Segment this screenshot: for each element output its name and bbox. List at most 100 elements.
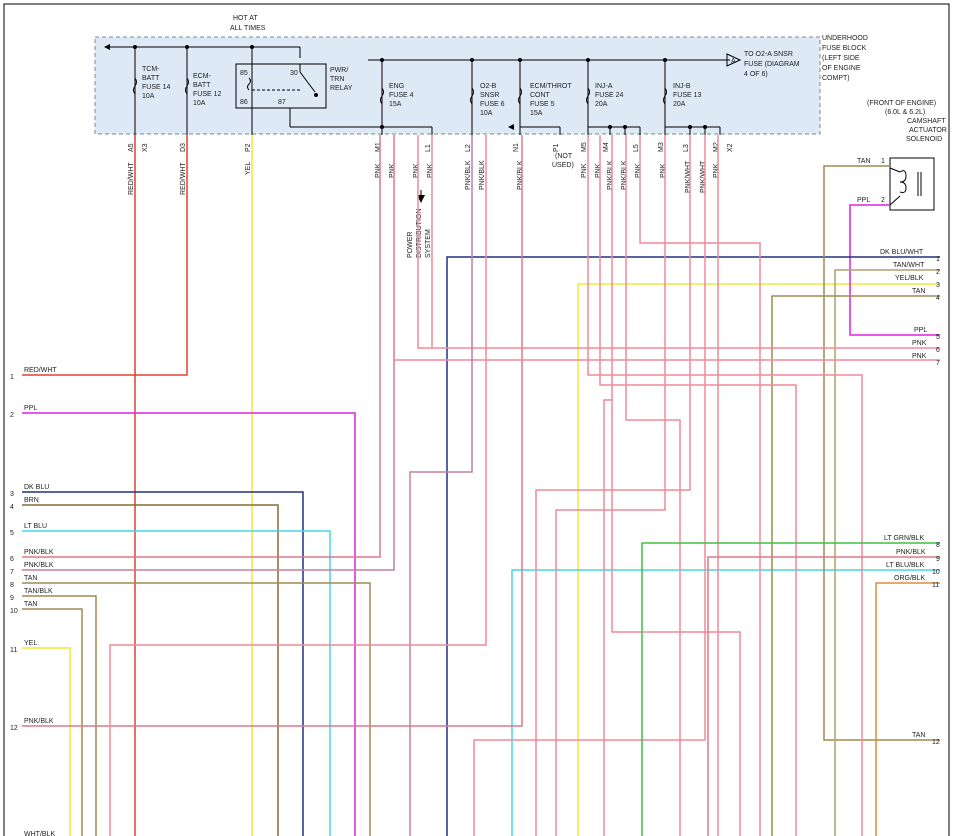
svg-text:CAMSHAFT: CAMSHAFT <box>907 118 946 125</box>
svg-text:BRN: BRN <box>24 497 39 504</box>
power-distribution-arrow <box>417 195 425 203</box>
fuse-block-title-4: OF ENGINE <box>822 65 861 72</box>
solenoid-pin-2-wire: PPL <box>857 197 870 204</box>
relay-label-1: PWR/ <box>330 67 348 74</box>
svg-text:X3: X3 <box>142 143 149 152</box>
svg-text:(FRONT OF ENGINE): (FRONT OF ENGINE) <box>867 100 936 107</box>
svg-text:15A: 15A <box>530 110 543 117</box>
svg-text:10A: 10A <box>193 100 206 107</box>
svg-text:P2: P2 <box>245 143 252 152</box>
svg-text:9: 9 <box>936 556 940 563</box>
svg-text:ENG: ENG <box>389 83 404 90</box>
svg-text:10A: 10A <box>142 93 155 100</box>
svg-text:PPL: PPL <box>914 327 927 334</box>
svg-text:PNK: PNK <box>427 163 434 178</box>
svg-text:PNK/BLK: PNK/BLK <box>24 718 54 725</box>
svg-text:PNK/BLK: PNK/BLK <box>621 160 628 190</box>
svg-text:P1: P1 <box>553 143 560 152</box>
svg-text:CONT: CONT <box>530 92 551 99</box>
svg-text:LT BLU: LT BLU <box>24 523 47 530</box>
svg-text:8: 8 <box>936 542 940 549</box>
svg-text:PNK: PNK <box>595 163 602 178</box>
svg-text:M4: M4 <box>603 142 610 152</box>
svg-text:SNSR: SNSR <box>480 92 499 99</box>
svg-text:4: 4 <box>936 295 940 302</box>
fuse-ecm-batt: ECM- BATT FUSE 12 10A <box>193 73 222 107</box>
svg-text:ECM/THROT: ECM/THROT <box>530 83 572 90</box>
svg-text:L2: L2 <box>465 144 472 152</box>
svg-text:FUSE 4: FUSE 4 <box>389 92 414 99</box>
svg-text:PNK: PNK <box>660 163 667 178</box>
svg-text:PNK: PNK <box>713 163 720 178</box>
svg-text:INJ-B: INJ-B <box>673 83 691 90</box>
svg-text:PNK: PNK <box>581 163 588 178</box>
svg-text:10: 10 <box>10 608 18 615</box>
solenoid-pin-1-wire: TAN <box>857 158 870 165</box>
svg-text:PNK/BLK: PNK/BLK <box>607 160 614 190</box>
svg-text:PPL: PPL <box>24 405 37 412</box>
svg-text:N1: N1 <box>513 143 520 152</box>
not-used-label-2: USED) <box>552 162 574 169</box>
fuse-ecm-throt: ECM/THROT CONT FUSE 5 15A <box>530 83 572 117</box>
svg-text:O2-B: O2-B <box>480 83 497 90</box>
wire-routing <box>22 135 940 836</box>
to-fuse-label-3: 4 OF 6) <box>744 71 768 78</box>
svg-text:A5: A5 <box>128 143 135 152</box>
svg-text:FUSE 5: FUSE 5 <box>530 101 555 108</box>
svg-text:RED/WHT: RED/WHT <box>128 162 135 195</box>
bus-arrow-left <box>104 44 110 50</box>
svg-text:TAN: TAN <box>912 288 925 295</box>
svg-text:20A: 20A <box>595 101 608 108</box>
svg-text:LT GRN/BLK: LT GRN/BLK <box>884 535 925 542</box>
underhood-fuse-block <box>94 36 821 135</box>
svg-text:M5: M5 <box>581 142 588 152</box>
svg-text:L3: L3 <box>683 144 690 152</box>
fuse-block-title-5: COMPT) <box>822 75 850 82</box>
svg-text:L5: L5 <box>633 144 640 152</box>
svg-text:4: 4 <box>10 504 14 511</box>
power-distribution-label-2: DISTRIBUTION <box>416 209 423 258</box>
svg-text:20A: 20A <box>673 101 686 108</box>
relay-pin-86: 86 <box>240 99 248 106</box>
svg-text:RED/WHT: RED/WHT <box>180 162 187 195</box>
svg-text:12: 12 <box>932 739 940 746</box>
svg-text:TAN/BLK: TAN/BLK <box>24 588 53 595</box>
svg-text:TAN: TAN <box>24 601 37 608</box>
svg-text:PNK/BLK: PNK/BLK <box>24 562 54 569</box>
fuse-inj-b: INJ-B FUSE 13 20A <box>673 83 702 108</box>
svg-text:11: 11 <box>10 647 17 654</box>
svg-text:2: 2 <box>936 269 940 276</box>
svg-text:D3: D3 <box>180 143 187 152</box>
svg-text:PNK: PNK <box>635 163 642 178</box>
relay-label-2: TRN <box>330 76 344 83</box>
svg-text:3: 3 <box>10 491 14 498</box>
svg-text:FUSE 12: FUSE 12 <box>193 91 222 98</box>
svg-text:6: 6 <box>10 556 14 563</box>
to-fuse-label-1: TO O2-A SNSR <box>744 51 793 58</box>
svg-text:DK BLU/WHT: DK BLU/WHT <box>880 249 924 256</box>
svg-text:11: 11 <box>932 582 939 589</box>
svg-text:PNK/BLK: PNK/BLK <box>465 160 472 190</box>
svg-text:FUSE 24: FUSE 24 <box>595 92 624 99</box>
fuse-o2b-snsr: O2-B SNSR FUSE 6 10A <box>480 83 505 117</box>
relay-pin-87: 87 <box>278 99 286 106</box>
svg-text:L1: L1 <box>425 144 432 152</box>
svg-text:7: 7 <box>936 360 940 367</box>
svg-text:7: 7 <box>10 569 14 576</box>
fuse-tcm-batt: TCM- BATT FUSE 14 10A <box>142 66 171 100</box>
hot-at-label-2: ALL TIMES <box>230 25 266 32</box>
svg-text:1: 1 <box>10 374 14 381</box>
relay-label-3: RELAY <box>330 85 353 92</box>
svg-text:RED/WHT: RED/WHT <box>24 367 57 374</box>
camshaft-actuator-solenoid: (FRONT OF ENGINE) (6.0L & 6.2L) CAMSHAFT… <box>867 100 947 211</box>
svg-text:SOLENOID: SOLENOID <box>906 136 942 143</box>
solenoid-pin-1-num: 1 <box>881 158 885 165</box>
svg-text:X2: X2 <box>727 143 734 152</box>
diagram-frame <box>3 3 950 836</box>
svg-text:2: 2 <box>10 412 14 419</box>
svg-text:ECM-: ECM- <box>193 73 212 80</box>
svg-text:PNK/BLK: PNK/BLK <box>24 549 54 556</box>
solenoid-pin-2-num: 2 <box>881 197 885 204</box>
relay-pin-85: 85 <box>240 70 248 77</box>
